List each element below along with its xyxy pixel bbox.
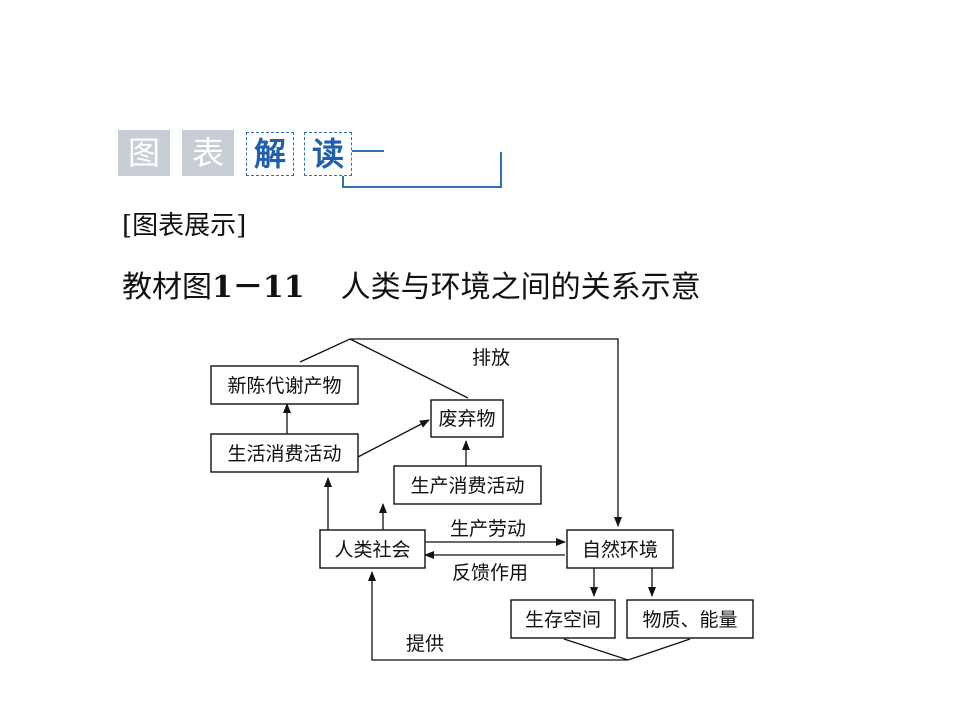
svg-text:物质、能量: 物质、能量 xyxy=(642,609,737,631)
node-living-space: 生存空间 xyxy=(510,599,616,639)
figure-caption: 教材图1－11 人类与环境之间的关系示意 xyxy=(122,268,701,308)
header-char-4: 读 xyxy=(304,132,352,176)
header-char-3: 解 xyxy=(246,132,294,176)
edge-provide xyxy=(372,572,691,661)
header-rule xyxy=(344,150,384,152)
section-header: 图 表 解 读 xyxy=(118,126,502,192)
svg-text:人类社会: 人类社会 xyxy=(334,539,410,561)
section-label: [图表展示] xyxy=(122,211,247,241)
svg-text:新陈代谢产物: 新陈代谢产物 xyxy=(227,375,341,397)
node-metabolites: 新陈代谢产物 xyxy=(210,365,359,405)
header-char-2: 表 xyxy=(182,130,234,176)
caption-title: 人类与环境之间的关系示意 xyxy=(340,270,701,305)
svg-text:生产消费活动: 生产消费活动 xyxy=(410,475,524,497)
node-waste: 废弃物 xyxy=(430,399,504,438)
node-production-activity: 生产消费活动 xyxy=(393,465,542,505)
label-provide: 提供 xyxy=(406,633,444,655)
node-matter-energy: 物质、能量 xyxy=(626,599,754,639)
caption-prefix: 教材图 xyxy=(122,270,212,305)
header-char-1: 图 xyxy=(118,130,170,176)
edge-waste-peak xyxy=(349,338,469,399)
edge-emission xyxy=(299,338,622,527)
node-natural-environment: 自然环境 xyxy=(566,529,674,569)
svg-text:生活消费活动: 生活消费活动 xyxy=(227,443,341,465)
node-living-activity: 生活消费活动 xyxy=(210,433,359,473)
svg-text:废弃物: 废弃物 xyxy=(438,408,495,430)
edge-living-to-waste xyxy=(355,419,430,459)
caption-number: 1－11 xyxy=(212,270,305,305)
svg-text:自然环境: 自然环境 xyxy=(582,539,658,561)
label-emission: 排放 xyxy=(472,347,510,369)
label-labor: 生产劳动 xyxy=(450,518,526,540)
node-human-society: 人类社会 xyxy=(319,529,426,569)
svg-text:生存空间: 生存空间 xyxy=(525,609,601,631)
label-feedback: 反馈作用 xyxy=(452,562,528,584)
